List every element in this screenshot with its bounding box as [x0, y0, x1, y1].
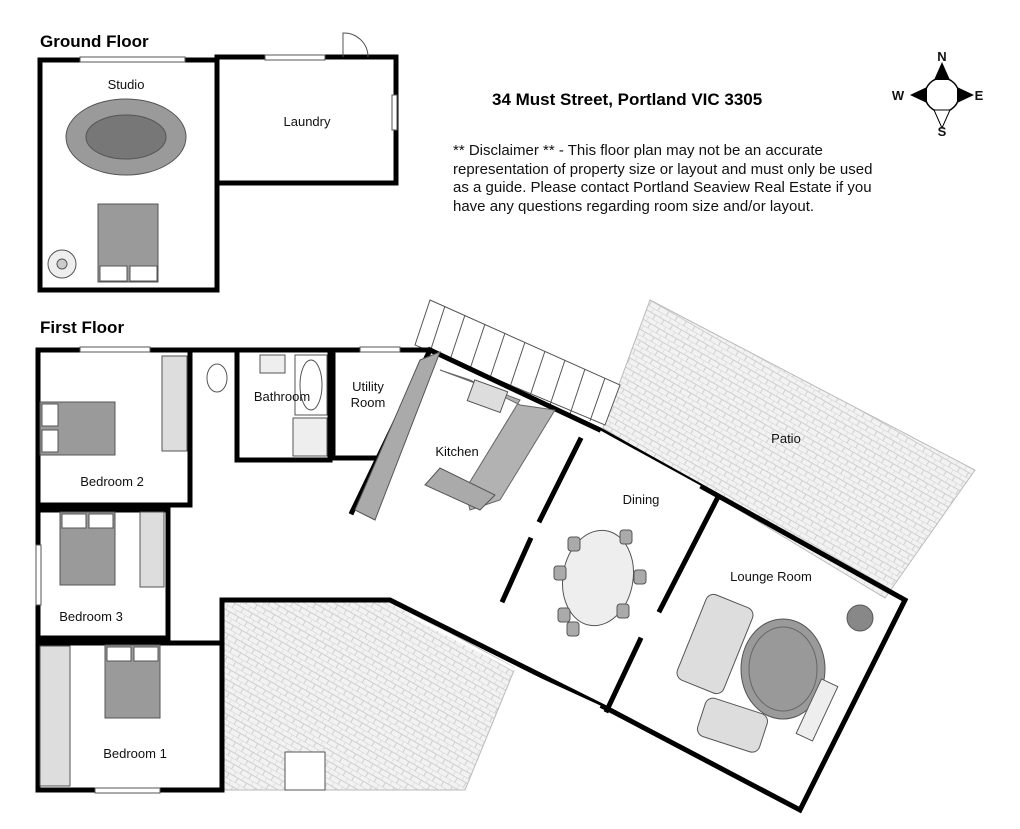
- patio-area: [602, 299, 976, 599]
- ground-floor-plan: [37, 32, 399, 293]
- courtyard: [221, 599, 516, 791]
- compass-icon: N S E W: [892, 49, 984, 139]
- room-label-laundry: Laundry: [284, 114, 331, 129]
- first-floor-title: First Floor: [40, 318, 124, 337]
- disclaimer-text: ** Disclaimer ** - This floor plan may n…: [453, 142, 873, 215]
- compass-west: W: [892, 88, 905, 103]
- ground-floor-title: Ground Floor: [40, 32, 149, 51]
- room-label-utility: Utility: [352, 379, 384, 394]
- property-address: 34 Must Street, Portland VIC 3305: [492, 90, 763, 109]
- room-label-dining: Dining: [623, 492, 660, 507]
- room-label-utility-room: Room: [351, 395, 386, 410]
- room-label-patio: Patio: [771, 431, 801, 446]
- compass-north: N: [937, 49, 946, 64]
- room-label-kitchen: Kitchen: [435, 444, 478, 459]
- room-label-lounge: Lounge Room: [730, 569, 812, 584]
- room-label-bedroom-3: Bedroom 3: [59, 609, 123, 624]
- first-floor-plan: [35, 299, 976, 814]
- room-label-studio: Studio: [108, 77, 145, 92]
- stairs: [414, 299, 621, 426]
- room-label-bathroom: Bathroom: [254, 389, 310, 404]
- room-label-bedroom-1: Bedroom 1: [103, 746, 167, 761]
- compass-east: E: [975, 88, 984, 103]
- compass-south: S: [938, 124, 947, 139]
- room-label-bedroom-2: Bedroom 2: [80, 474, 144, 489]
